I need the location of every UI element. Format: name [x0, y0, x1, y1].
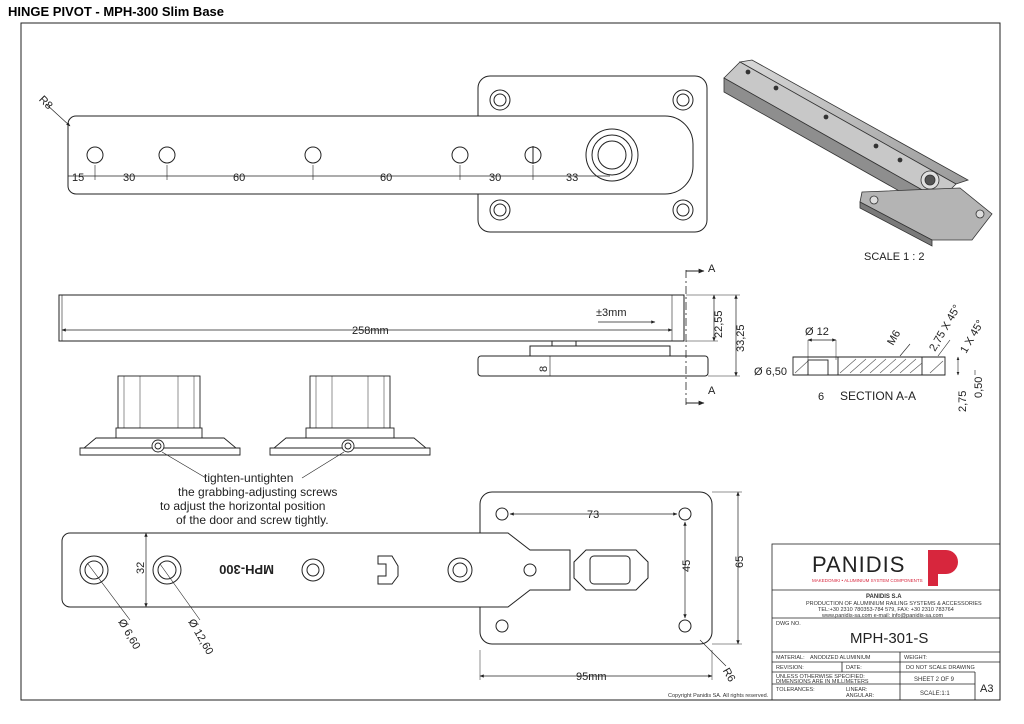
bottom-dim-95: 95mm	[576, 671, 607, 683]
company-line-3: www.panidis-sa.com e-mail: info@panidis-…	[821, 613, 944, 619]
bottom-dim-32: 32	[135, 562, 147, 574]
title-block	[771, 543, 1001, 701]
do-not-scale: DO NOT SCALE DRAWING	[906, 665, 975, 671]
note-line-4: of the door and screw tightly.	[176, 513, 329, 527]
bottom-hole-large: Ø 12,60	[185, 617, 215, 657]
top-dim-15: 15	[72, 172, 84, 184]
iso-view	[723, 59, 993, 247]
bottom-dim-73: 73	[587, 509, 599, 521]
unless-line-1: UNLESS OTHERWISE SPECIFIED:	[776, 674, 865, 680]
dwg-no-label: DWG NO.	[776, 621, 801, 627]
side-height-total: 33,25	[735, 324, 747, 352]
section-mark-bottom: A	[708, 385, 716, 397]
top-view-plate	[477, 75, 708, 233]
section-aa	[792, 338, 976, 376]
company-line-2: TEL:+30 2310 780353-784 579, FAX: +30 23…	[818, 607, 954, 613]
section-thread: M6	[885, 328, 903, 347]
front-view-right	[269, 375, 431, 456]
company-line-1: PRODUCTION OF ALUMINIUM RAILING SYSTEMS …	[806, 601, 982, 607]
section-dia-top: Ø 12	[805, 326, 829, 338]
company-name: PANIDIS S.A	[866, 594, 902, 600]
section-title: SECTION A-A	[840, 389, 916, 403]
copyright: Copyright Panidis SA. All rights reserve…	[668, 693, 769, 699]
side-view	[58, 268, 740, 406]
scale-value: SCALE:1:1	[920, 691, 950, 697]
bottom-engraving: MPH-300	[219, 562, 274, 577]
side-base-thickness: 8	[538, 366, 550, 372]
note-line-1: tighten-untighten	[204, 471, 293, 485]
note-line-2: the grabbing-adjusting screws	[178, 485, 337, 499]
front-view-left	[79, 375, 241, 456]
dwg-no: MPH-301-S	[850, 630, 928, 647]
unless-line-2: DIMENSIONS ARE IN MILLIMETERS	[776, 679, 869, 685]
weight-label: WEIGHT:	[904, 655, 927, 661]
bottom-view	[61, 491, 742, 680]
pivot-bushing	[585, 128, 639, 182]
sheet-size: A3	[980, 683, 993, 695]
bottom-plate	[479, 491, 713, 645]
top-dim-60a: 60	[233, 172, 245, 184]
top-view	[45, 75, 708, 233]
bottom-radius-r6: R6	[720, 666, 737, 684]
brand-tagline: MAKEDONIKI • ALUMINIUM SYSTEM COMPONENTS	[812, 578, 923, 583]
top-dim-33: 33	[566, 172, 578, 184]
linear-label: LINEAR:	[846, 687, 868, 693]
bottom-nut	[573, 549, 649, 591]
brand-logo-text: PANIDIS	[812, 552, 905, 577]
brand-logo-mark	[928, 550, 958, 586]
side-adjust-label: ±3mm	[596, 307, 626, 319]
page-title: HINGE PIVOT - MPH-300 Slim Base	[8, 4, 225, 19]
material-value: ANODIZED ALUMINIUM	[810, 655, 871, 661]
section-bottom-h2: 0,50	[973, 377, 985, 398]
side-arm	[58, 294, 685, 342]
sheet-number: SHEET 2 OF 9	[914, 677, 955, 683]
top-dim-60b: 60	[380, 172, 392, 184]
material-label: MATERIAL:	[776, 655, 805, 661]
section-mark-top: A	[708, 263, 716, 275]
bottom-dim-65: 65	[734, 556, 746, 568]
top-dim-30b: 30	[489, 172, 501, 184]
iso-scale-label: SCALE 1 : 2	[864, 251, 925, 263]
top-dim-30a: 30	[123, 172, 135, 184]
bottom-dim-45: 45	[681, 560, 693, 572]
date-label: DATE:	[846, 665, 862, 671]
sheet-border	[20, 22, 1001, 701]
revision-label: REVISION:	[776, 665, 804, 671]
side-height-upper: 22,55	[713, 310, 725, 338]
section-chamfer-small: 1 X 45°	[958, 318, 986, 355]
tolerances-label: TOLERANCES:	[776, 687, 815, 693]
bottom-arm	[61, 532, 571, 608]
angular-label: ANGULAR:	[846, 693, 875, 699]
section-depth: 6	[818, 391, 824, 403]
side-base	[477, 355, 709, 377]
bottom-hole-small: Ø 6,60	[115, 617, 142, 652]
section-dia-side: Ø 6,50	[754, 366, 787, 378]
note-line-3: to adjust the horizontal position	[160, 499, 325, 513]
section-bottom-h1: 2,75	[957, 391, 969, 412]
side-length-label: 258mm	[352, 325, 389, 337]
